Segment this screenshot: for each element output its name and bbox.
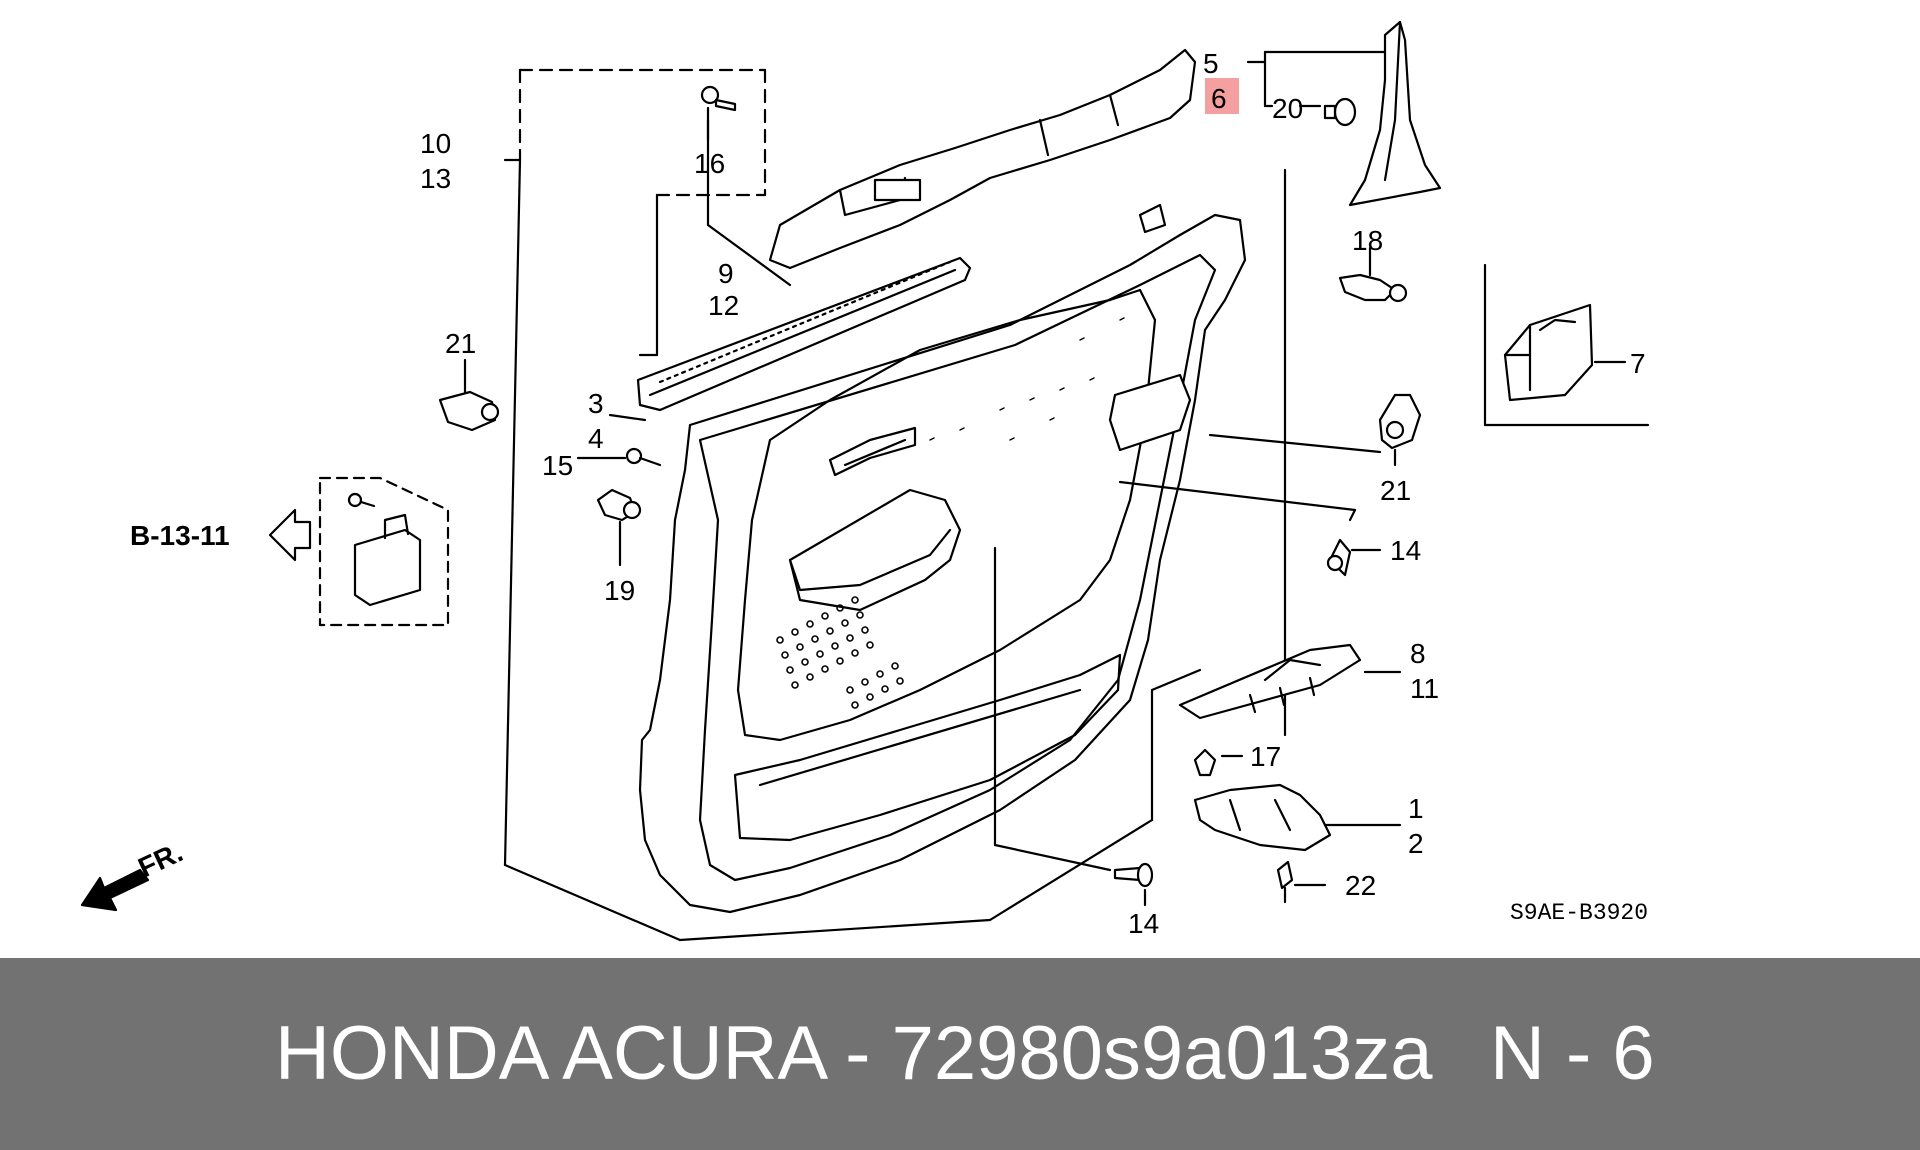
part-7-switch xyxy=(1483,263,1650,427)
label-16: 16 xyxy=(694,148,725,179)
part-labels: 5 6 20 10 13 16 9 12 18 7 21 3 4 15 19 2… xyxy=(130,48,1648,939)
label-15: 15 xyxy=(542,450,573,481)
page-indicator: N - 6 xyxy=(1490,1011,1655,1096)
screw-16 xyxy=(700,85,737,142)
parts-diagram: 5 6 20 10 13 16 9 12 18 7 21 3 4 15 19 2… xyxy=(80,20,1650,942)
part-number-title: HONDA ACURA - 72980s9a013za xyxy=(275,1011,1433,1096)
crossref-arrow xyxy=(268,508,312,562)
door-lining-panel xyxy=(638,213,1247,914)
label-12: 12 xyxy=(708,290,739,321)
label-9: 9 xyxy=(718,258,734,289)
inset-box xyxy=(318,476,450,627)
highlight-6 xyxy=(1205,78,1239,114)
label-14-lower: 14 xyxy=(1128,908,1159,939)
dashed-bracket-top xyxy=(518,68,767,197)
group-bracket-10-13 xyxy=(503,158,1287,942)
label-4: 4 xyxy=(588,423,604,454)
switch-panel-8-11 xyxy=(1178,643,1402,720)
window-sill-strip xyxy=(636,256,972,412)
label-3: 3 xyxy=(588,388,604,419)
label-10: 10 xyxy=(420,128,451,159)
label-19: 19 xyxy=(604,575,635,606)
label-17: 17 xyxy=(1250,741,1281,772)
front-arrow xyxy=(80,868,150,912)
label-14-upper: 14 xyxy=(1390,535,1421,566)
label-5: 5 xyxy=(1203,48,1219,79)
label-13: 13 xyxy=(420,163,451,194)
clip-21-left xyxy=(438,358,500,432)
clip-21-right xyxy=(1378,393,1422,467)
label-22: 22 xyxy=(1345,870,1376,901)
clip-18 xyxy=(1338,246,1408,303)
label-18: 18 xyxy=(1352,225,1383,256)
screw-15 xyxy=(576,447,662,467)
clip-19 xyxy=(596,488,642,567)
label-11: 11 xyxy=(1410,673,1439,704)
label-20: 20 xyxy=(1272,93,1303,124)
leader-lines xyxy=(993,433,1382,872)
inner-handle-1-2 xyxy=(1193,783,1402,852)
leader-3-4 xyxy=(608,413,647,422)
screw-14-lower xyxy=(1113,862,1154,907)
corner-garnish xyxy=(1348,20,1442,207)
label-1: 1 xyxy=(1408,793,1424,824)
door-lining-exploded-view: 5 6 20 10 13 16 9 12 18 7 21 3 4 15 19 2… xyxy=(80,20,1650,942)
label-8: 8 xyxy=(1410,638,1426,669)
inset-relay xyxy=(347,492,422,607)
lining-clip xyxy=(1138,203,1167,234)
screw-20 xyxy=(1323,97,1357,127)
upper-armrest-trim xyxy=(768,48,1197,270)
screw-14-upper xyxy=(1326,538,1382,577)
leader-5-6-20 xyxy=(1246,50,1387,108)
reference-code: S9AE-B3920 xyxy=(1510,900,1648,926)
label-2: 2 xyxy=(1408,828,1424,859)
label-7: 7 xyxy=(1630,348,1646,379)
clip-17 xyxy=(1193,748,1244,777)
label-6: 6 xyxy=(1211,83,1227,114)
label-21-left: 21 xyxy=(445,328,476,359)
screw-22 xyxy=(1276,860,1327,904)
crossref-label: B-13-11 xyxy=(130,520,230,551)
label-21-right: 21 xyxy=(1380,475,1411,506)
footer-bar: HONDA ACURA - 72980s9a013za N - 6 xyxy=(0,958,1920,1150)
